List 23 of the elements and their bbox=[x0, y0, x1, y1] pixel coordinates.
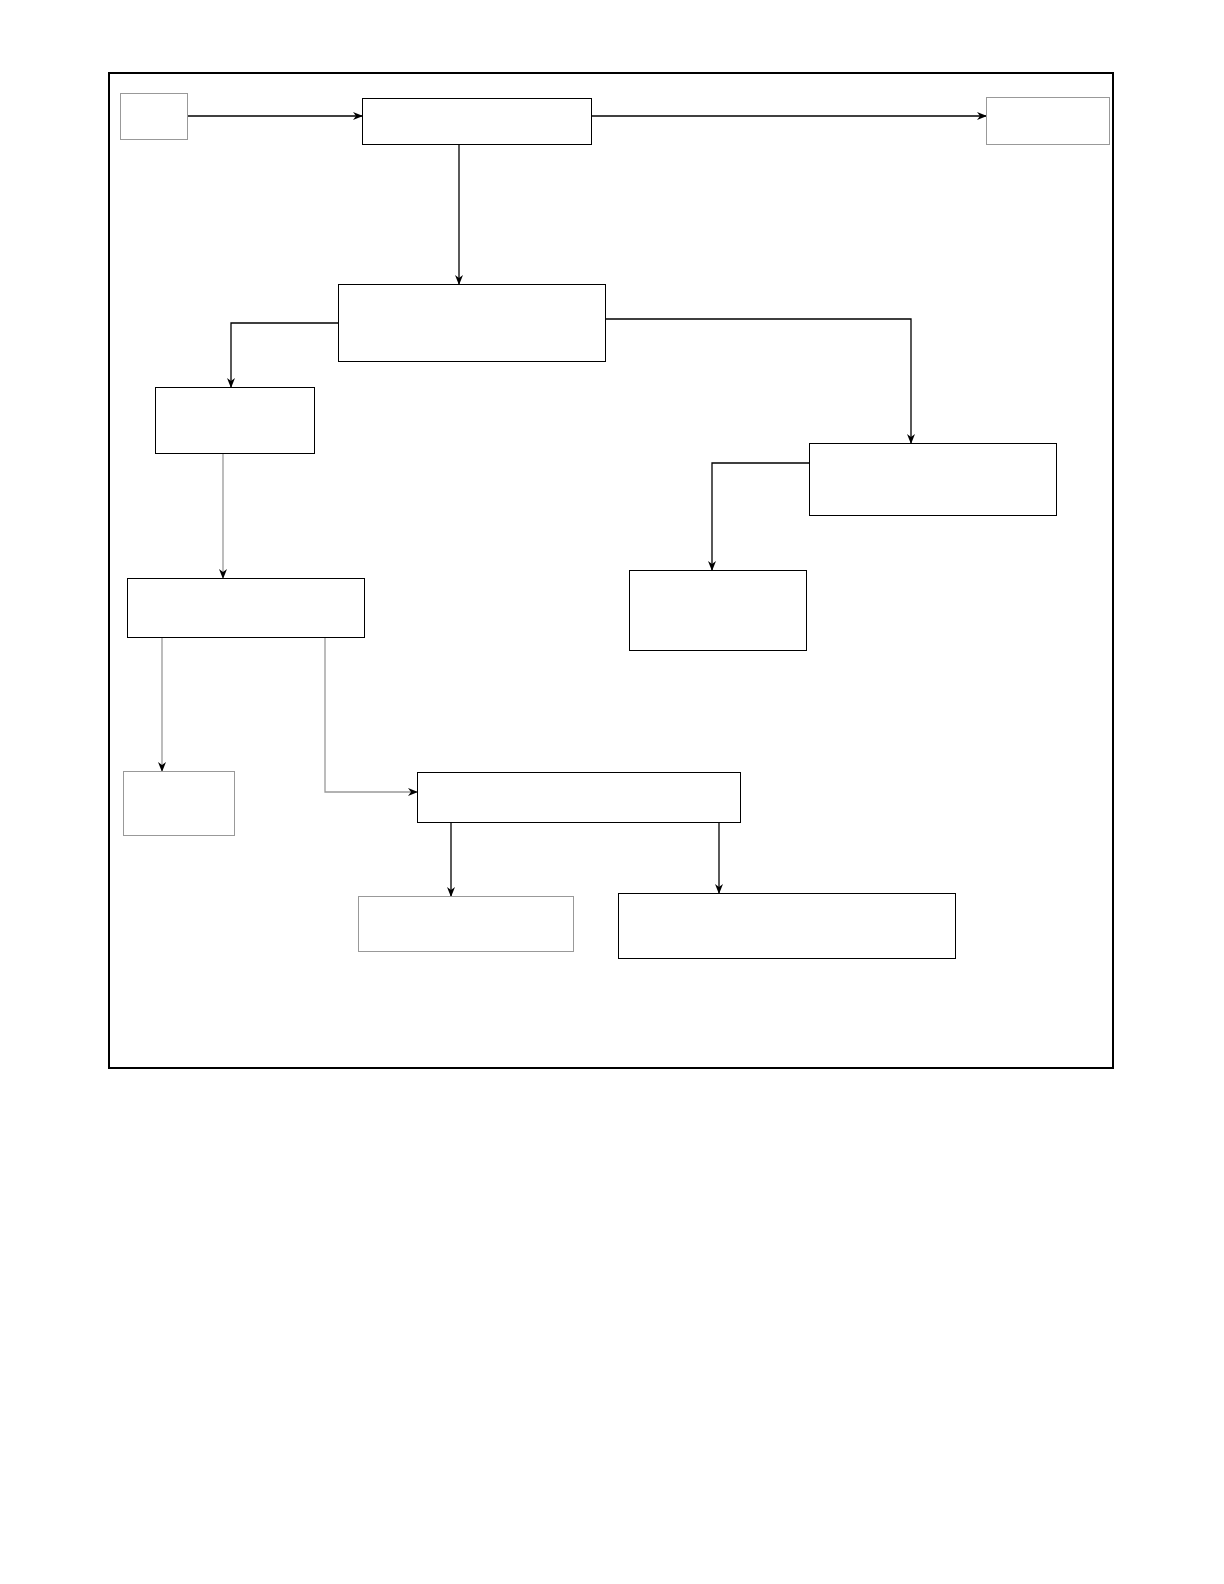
arrow bbox=[158, 637, 166, 772]
process-box bbox=[618, 893, 956, 959]
arrow bbox=[591, 112, 987, 120]
process-box bbox=[155, 387, 315, 454]
process-box bbox=[809, 443, 1057, 516]
arrow bbox=[455, 144, 463, 285]
process-box bbox=[362, 98, 592, 145]
process-box bbox=[417, 772, 741, 823]
arrow bbox=[324, 637, 418, 796]
arrow bbox=[219, 453, 227, 579]
arrow bbox=[187, 112, 363, 120]
arrow bbox=[715, 822, 723, 894]
arrow bbox=[227, 322, 339, 388]
arrow bbox=[708, 462, 810, 571]
process-box bbox=[338, 284, 606, 362]
process-box bbox=[120, 93, 188, 140]
arrow bbox=[605, 318, 915, 444]
process-box bbox=[127, 578, 365, 638]
process-box bbox=[358, 896, 574, 952]
process-box bbox=[629, 570, 807, 651]
process-box bbox=[123, 771, 235, 836]
process-box bbox=[986, 97, 1110, 145]
arrow bbox=[447, 822, 455, 897]
